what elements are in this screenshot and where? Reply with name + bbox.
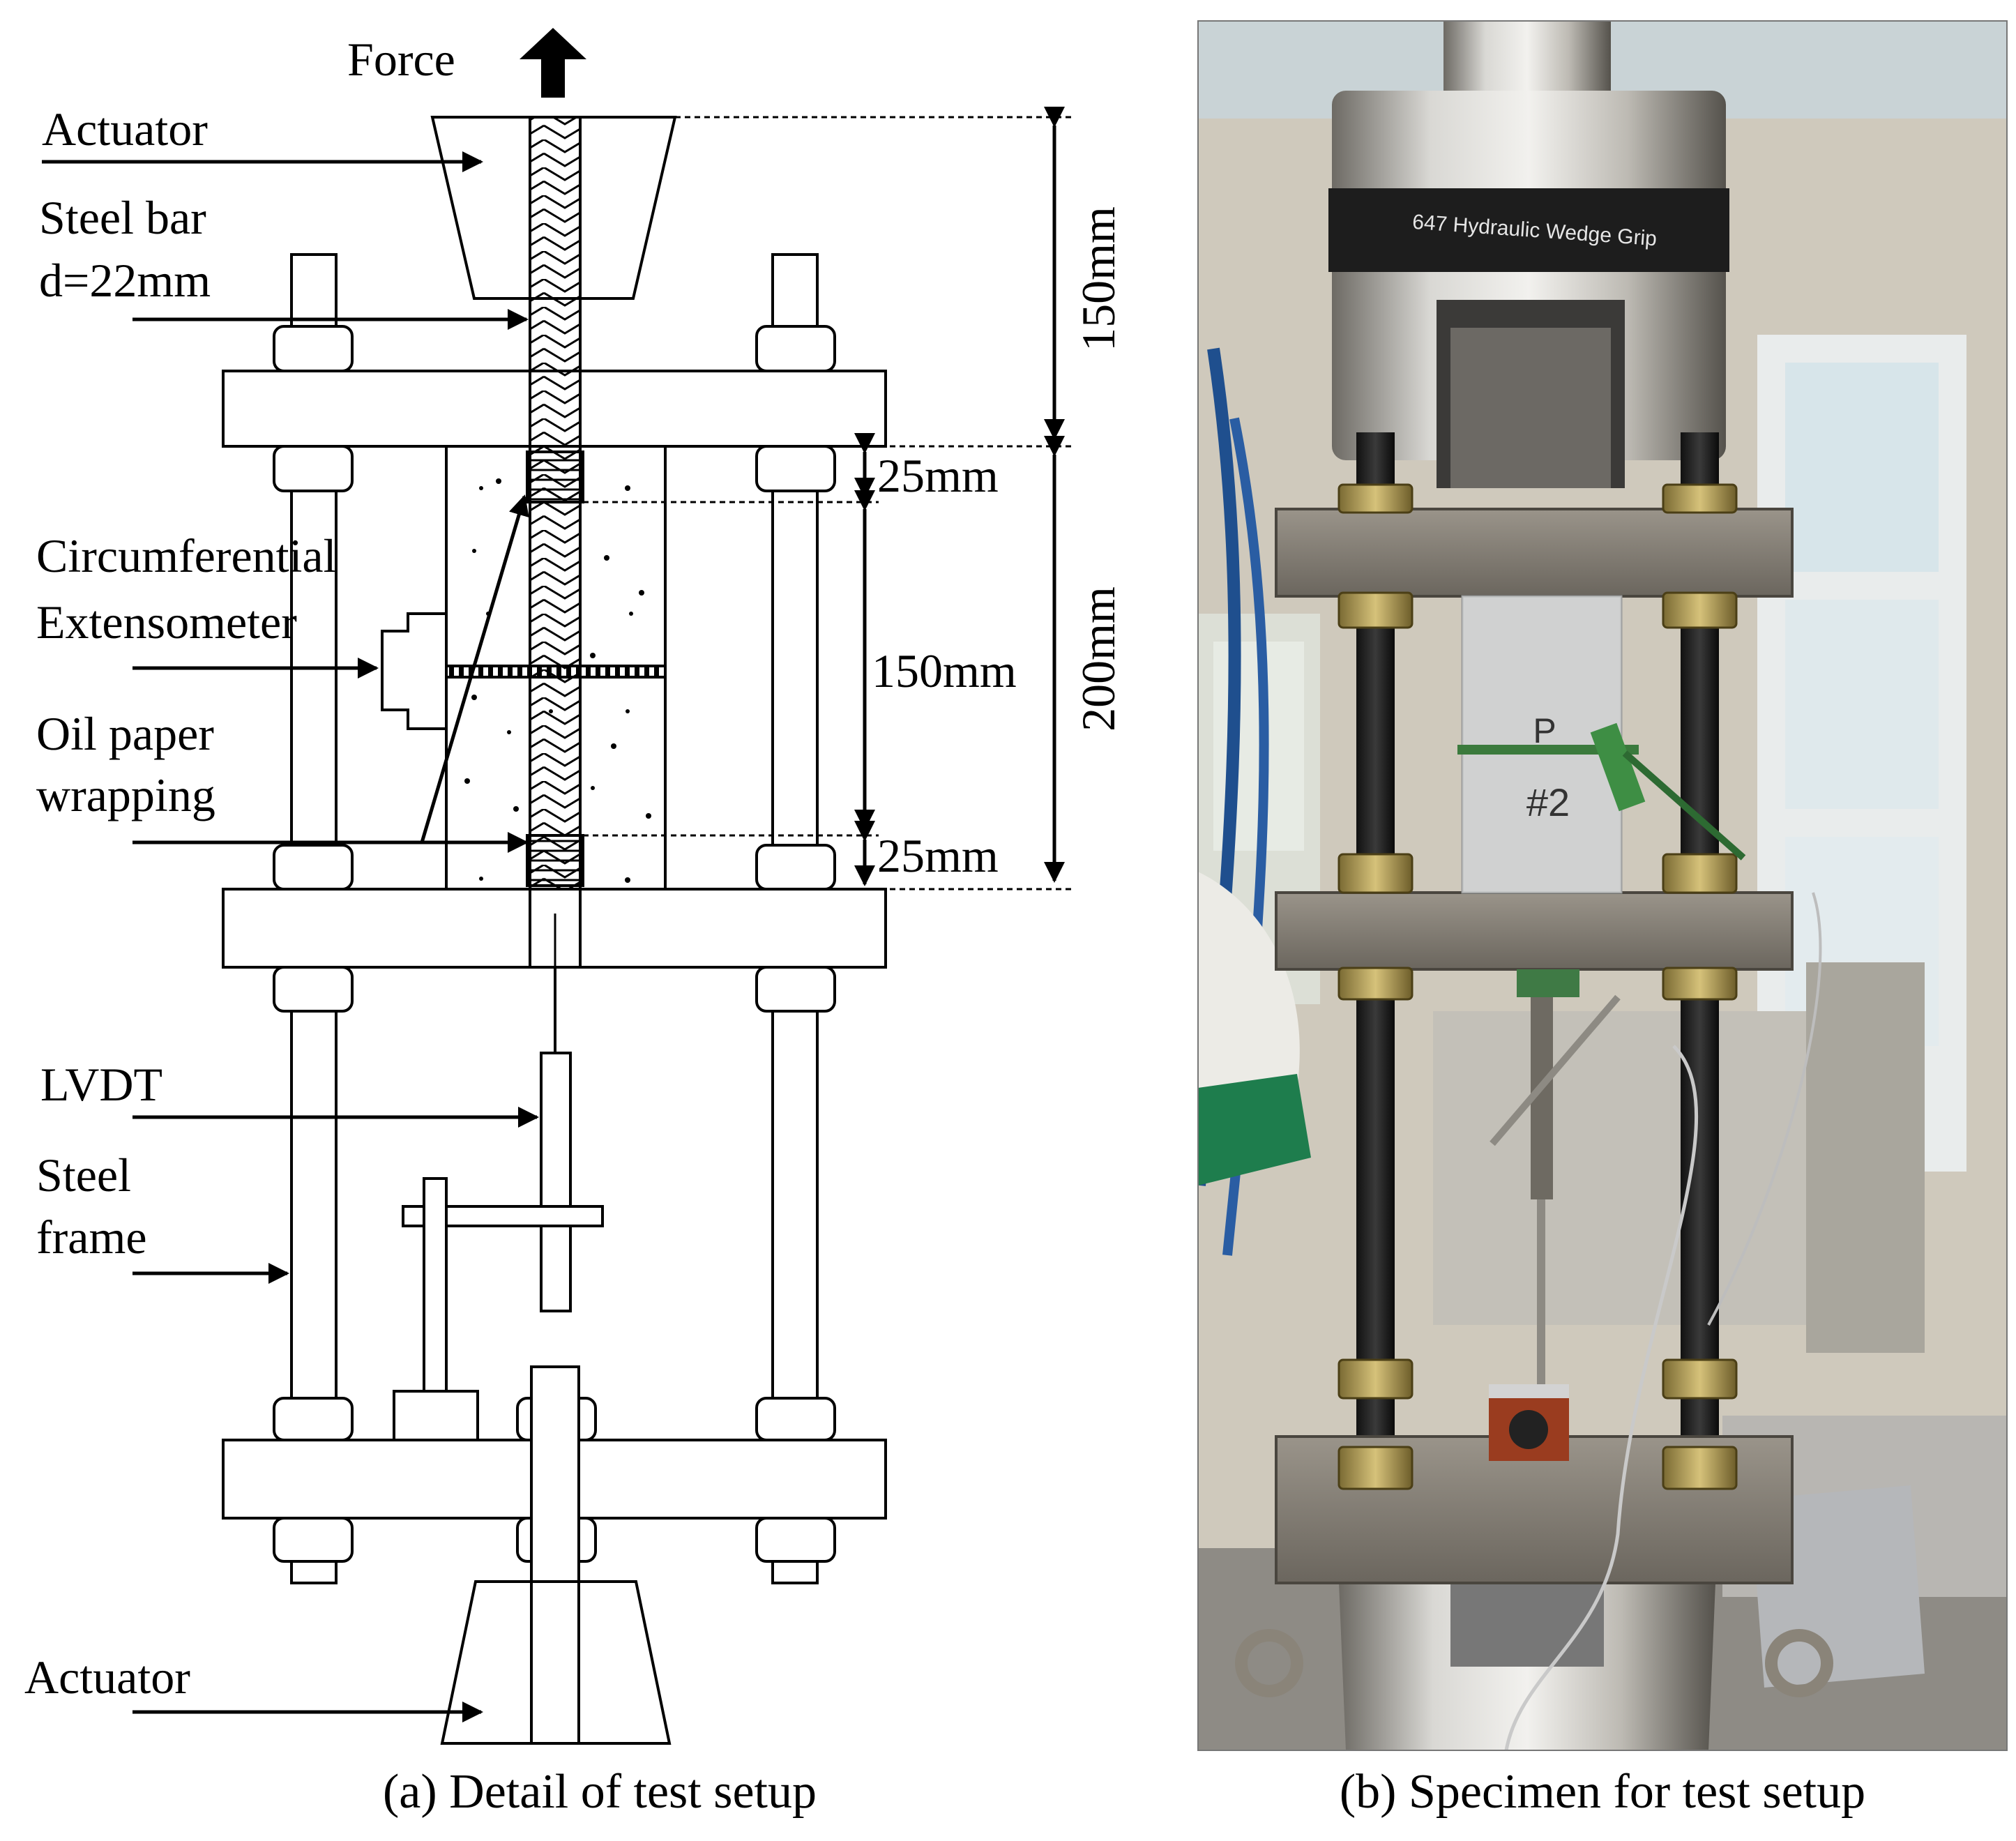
- bond-zone-lower: [526, 834, 584, 887]
- pointer-arrows: [42, 151, 539, 1722]
- dim-total: 200mm: [1072, 586, 1125, 732]
- steel-frame-label-line2: frame: [36, 1211, 147, 1264]
- lvdt-holder-post: [423, 1177, 448, 1393]
- bottom-actuator: [440, 1580, 672, 1745]
- force-arrow-icon: [520, 28, 586, 98]
- aggregate-dots: [464, 478, 651, 883]
- steel-frame-label-line1: Steel: [36, 1149, 131, 1202]
- panel-b-photo: 647 Hydraulic Wedge Grip: [1197, 20, 2008, 1751]
- extensometer-clip: [381, 612, 446, 730]
- panel-a-caption: (a) Detail of test setup: [383, 1765, 817, 1819]
- panel-b-caption: (b) Specimen for test setup: [1340, 1765, 1865, 1819]
- specimen-mark-p: P: [1533, 711, 1556, 750]
- steel-bar-diameter-label: d=22mm: [39, 254, 211, 307]
- actuator-bottom-label: Actuator: [24, 1651, 190, 1704]
- bond-zone-upper: [526, 450, 584, 503]
- dim-top: 150mm: [1072, 206, 1125, 351]
- oil-paper-label-line2: wrapping: [36, 768, 215, 821]
- dim-mid: 150mm: [872, 644, 1017, 697]
- steel-bar-label: Steel bar: [39, 191, 206, 244]
- panel-a-labels: Force Actuator Steel bar d=22mm Circumfe…: [24, 33, 1125, 1819]
- dimension-lines: [583, 116, 1074, 891]
- panel-a-diagram: [42, 28, 1074, 1745]
- oil-paper-label-line1: Oil paper: [36, 707, 214, 760]
- dim-upper-bond: 25mm: [877, 449, 999, 502]
- photo-nuts: [1337, 483, 1738, 1490]
- extensometer-label-line1: Circumferential: [36, 529, 336, 582]
- actuator-top-label: Actuator: [42, 103, 208, 156]
- extensometer-band: [445, 665, 667, 679]
- force-label: Force: [347, 33, 455, 86]
- specimen-mark-number: #2: [1526, 780, 1570, 824]
- lvdt-label: LVDT: [40, 1058, 162, 1111]
- magnetic-base: [393, 1390, 479, 1441]
- dim-lower-bond: 25mm: [877, 829, 999, 882]
- lvdt-body: [540, 1052, 572, 1312]
- top-actuator: [430, 116, 677, 300]
- extensometer-label-line2: Extensometer: [36, 596, 297, 649]
